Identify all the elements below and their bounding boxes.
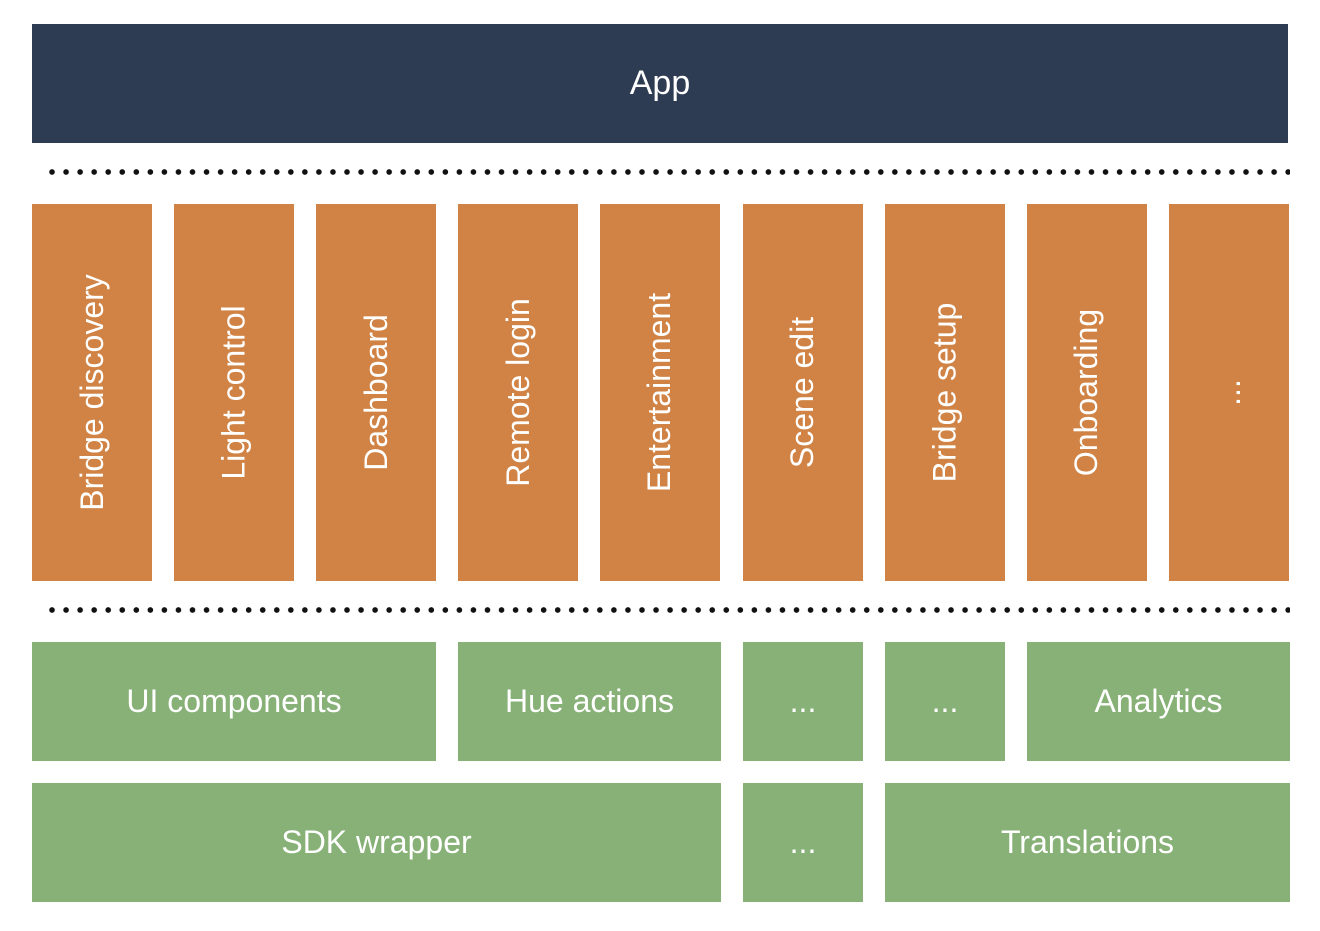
feature-block-bridge-setup: Bridge setup bbox=[885, 204, 1005, 581]
library-block-sdk-wrapper: SDK wrapper bbox=[32, 783, 721, 902]
feature-label: Bridge setup bbox=[926, 302, 963, 483]
dotted-separator-top bbox=[45, 169, 1290, 175]
library-block-more-1: ... bbox=[743, 642, 863, 761]
feature-block-bridge-discovery: Bridge discovery bbox=[32, 204, 152, 581]
feature-block-entertainment: Entertainment bbox=[600, 204, 720, 581]
library-label: Analytics bbox=[1094, 683, 1223, 719]
feature-label: Remote login bbox=[499, 298, 536, 487]
feature-label: ... bbox=[1210, 379, 1247, 406]
app-label: App bbox=[629, 64, 691, 102]
library-label: Translations bbox=[1000, 824, 1175, 860]
library-label: ... bbox=[789, 683, 817, 719]
library-label: SDK wrapper bbox=[281, 824, 472, 860]
library-block-more-3: ... bbox=[743, 783, 863, 902]
feature-block-remote-login: Remote login bbox=[458, 204, 578, 581]
library-block-analytics: Analytics bbox=[1027, 642, 1290, 761]
feature-block-light-control: Light control bbox=[174, 204, 294, 581]
library-label: UI components bbox=[126, 683, 342, 719]
feature-label: Dashboard bbox=[357, 314, 394, 471]
dotted-separator-middle bbox=[45, 607, 1290, 613]
library-block-translations: Translations bbox=[885, 783, 1290, 902]
library-block-ui-components: UI components bbox=[32, 642, 436, 761]
feature-block-dashboard: Dashboard bbox=[316, 204, 436, 581]
library-label: Hue actions bbox=[505, 683, 674, 719]
app-block: App bbox=[32, 24, 1288, 143]
feature-block-scene-edit: Scene edit bbox=[743, 204, 863, 581]
feature-label: Scene edit bbox=[784, 316, 821, 469]
feature-label: Light control bbox=[215, 305, 252, 480]
library-label: ... bbox=[789, 824, 817, 860]
library-block-hue-actions: Hue actions bbox=[458, 642, 721, 761]
feature-label: Onboarding bbox=[1068, 308, 1105, 477]
feature-block-more: ... bbox=[1169, 204, 1289, 581]
feature-label: Entertainment bbox=[641, 292, 678, 493]
feature-label: Bridge discovery bbox=[73, 274, 110, 511]
library-block-more-2: ... bbox=[885, 642, 1005, 761]
feature-block-onboarding: Onboarding bbox=[1027, 204, 1147, 581]
library-label: ... bbox=[931, 683, 959, 719]
